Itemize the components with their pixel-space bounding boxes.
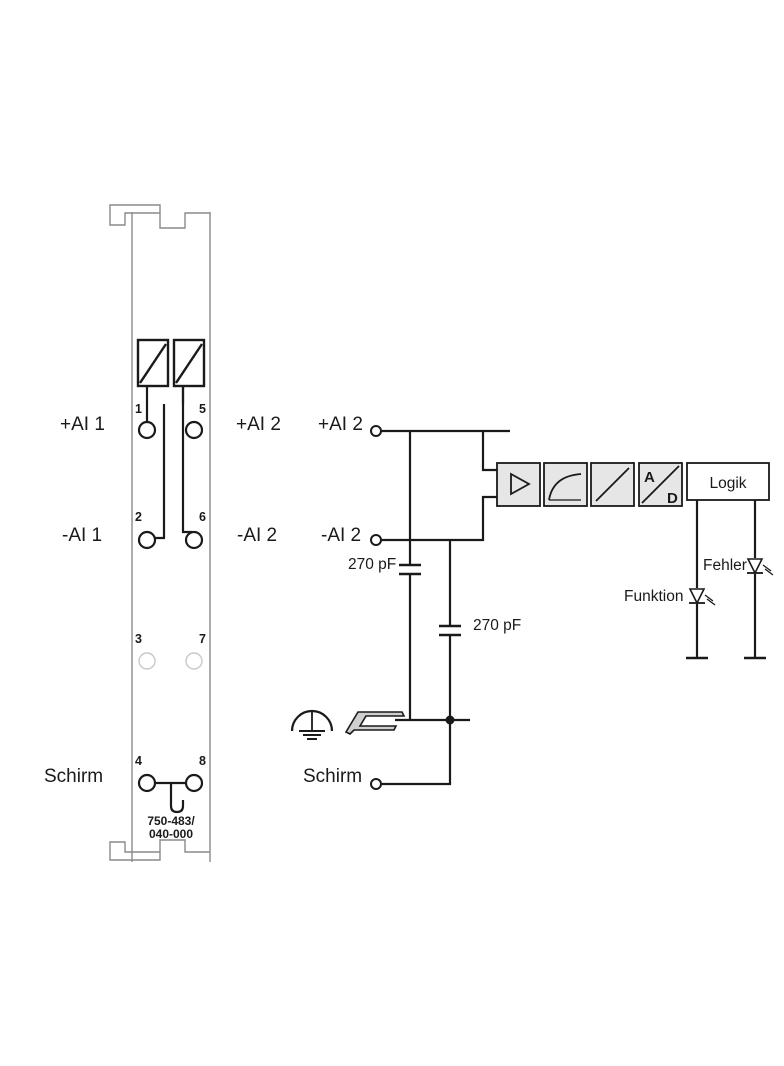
terminal-2[interactable] — [137, 530, 157, 550]
logic-block — [686, 462, 770, 501]
function-led-icon — [688, 588, 716, 606]
terminal-number-6: 6 — [199, 510, 206, 524]
adc-block — [638, 462, 683, 507]
io-module-housing — [109, 204, 211, 862]
logic-label: Logik — [709, 475, 746, 492]
terminal-number-5: 5 — [199, 402, 206, 416]
amplifier-block — [496, 462, 541, 507]
adc-label-d: D — [667, 490, 678, 507]
terminal-5[interactable] — [184, 420, 204, 440]
terminal-number-7: 7 — [199, 632, 206, 646]
terminal-1[interactable] — [137, 420, 157, 440]
din-rail-icon — [344, 711, 406, 735]
terminal-release-blocks — [136, 338, 206, 388]
terminal-8[interactable] — [184, 773, 204, 793]
error-led-label: Fehler — [703, 557, 747, 574]
terminal-number-2: 2 — [135, 510, 142, 524]
adc-label-a: A — [644, 469, 655, 486]
capacitor-2-value: 270 pF — [473, 617, 521, 634]
capacitor-2 — [439, 624, 461, 637]
terminal-points — [137, 420, 204, 793]
terminal-number-1: 1 — [135, 402, 142, 416]
terminal-number-3: 3 — [135, 632, 142, 646]
terminal-7[interactable] — [185, 652, 203, 670]
label-shield-left: Schirm — [44, 766, 103, 787]
function-led-label: Funktion — [624, 588, 683, 605]
error-led-icon — [746, 558, 774, 576]
terminal-4[interactable] — [137, 773, 157, 793]
label-ai1-plus: +AI 1 — [60, 414, 105, 435]
module-internal-wiring — [145, 386, 193, 814]
label-shield-schematic: Schirm — [303, 766, 362, 787]
junction-dot — [445, 715, 455, 725]
part-number-line1: 750-483/ — [147, 814, 195, 828]
signal-wiring — [381, 429, 510, 786]
filter-block — [543, 462, 588, 507]
label-ai2-minus-module: -AI 2 — [237, 525, 277, 546]
capacitor-1 — [399, 563, 421, 576]
label-ai1-minus: -AI 1 — [62, 525, 102, 546]
label-ai2-plus-schematic: +AI 2 — [318, 414, 363, 435]
led-wiring — [686, 500, 766, 660]
capacitor-1-value: 270 pF — [348, 556, 396, 573]
part-number-line2: 040-000 — [149, 827, 193, 841]
terminal-number-8: 8 — [199, 754, 206, 768]
protective-earth-icon — [290, 709, 334, 740]
input-terminals-schematic — [370, 425, 382, 790]
label-ai2-minus-schematic: -AI 2 — [321, 525, 361, 546]
terminal-3[interactable] — [138, 652, 156, 670]
label-ai2-plus-module: +AI 2 — [236, 414, 281, 435]
terminal-6[interactable] — [184, 530, 204, 550]
isolation-block — [590, 462, 635, 507]
terminal-number-4: 4 — [135, 754, 142, 768]
